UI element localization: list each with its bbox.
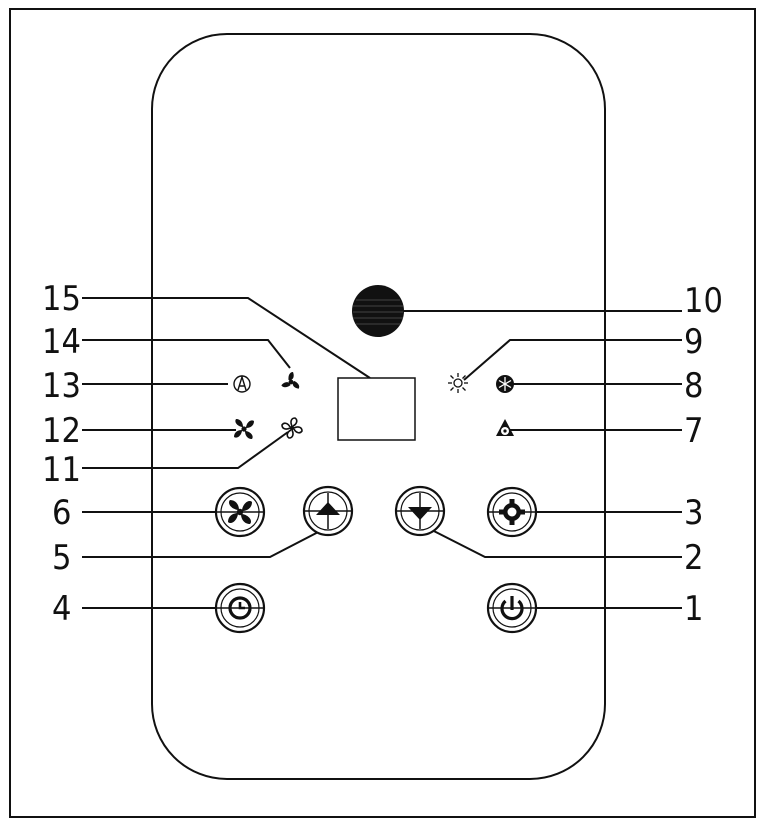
fan-speed-icon	[228, 500, 252, 524]
dehumidify-icon	[496, 419, 514, 436]
receiver-dot-icon	[352, 285, 404, 337]
callout-6: 6	[52, 493, 71, 533]
callout-15: 15	[42, 279, 81, 319]
panel-body	[151, 33, 606, 780]
auto-icon	[233, 374, 251, 393]
high-fan-icon	[234, 419, 254, 439]
timer-button[interactable]	[214, 582, 266, 634]
callout-5: 5	[52, 538, 71, 578]
power-icon	[500, 596, 524, 621]
callout-11: 11	[42, 450, 81, 490]
callout-10: 10	[684, 281, 723, 321]
up-arrow-icon	[316, 502, 340, 515]
fan-speed-button[interactable]	[214, 486, 266, 538]
medium-fan-icon	[281, 372, 300, 389]
power-button[interactable]	[486, 582, 538, 634]
cool-snowflake-icon	[496, 375, 514, 393]
mode-button[interactable]	[486, 486, 538, 538]
callout-7: 7	[684, 411, 703, 451]
callout-12: 12	[42, 411, 81, 451]
down-arrow-icon	[408, 507, 432, 520]
down-arrow-button[interactable]	[394, 485, 446, 537]
callout-13: 13	[42, 366, 81, 406]
callout-2: 2	[684, 538, 703, 578]
outer-frame	[9, 8, 756, 818]
callout-3: 3	[684, 493, 703, 533]
callout-9: 9	[684, 322, 703, 362]
heat-sun-icon	[448, 373, 468, 393]
callout-1: 1	[684, 589, 703, 629]
callout-8: 8	[684, 366, 703, 406]
low-fan-icon	[281, 417, 303, 439]
timer-clock-icon	[228, 596, 252, 620]
callout-14: 14	[42, 322, 81, 362]
up-arrow-button[interactable]	[302, 485, 354, 537]
leader-lines	[82, 297, 682, 609]
callout-4: 4	[52, 589, 71, 629]
mode-gear-icon	[499, 499, 525, 525]
display-screen	[337, 377, 416, 441]
